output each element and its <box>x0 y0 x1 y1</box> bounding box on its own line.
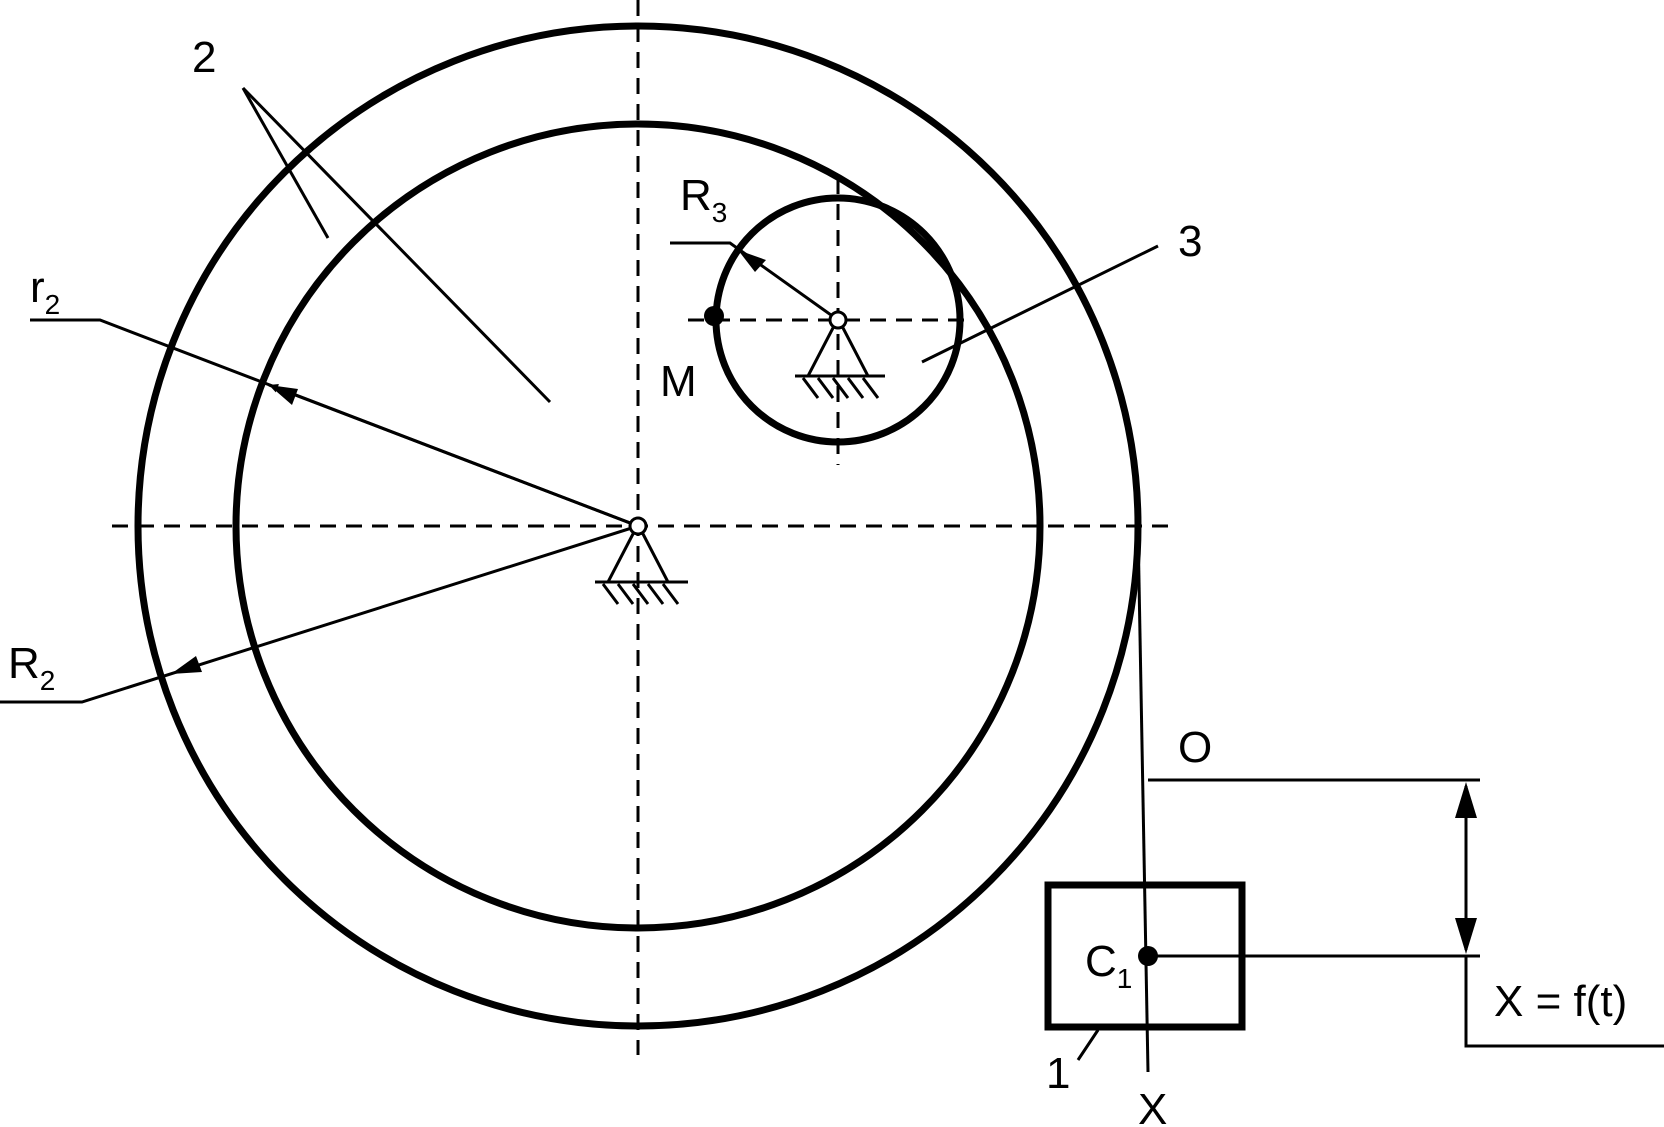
leader-law <box>1464 956 1664 1048</box>
x-dimension-arrow-up <box>1455 782 1477 818</box>
label-R2-main: R <box>8 639 40 688</box>
pivot-wheel-2 <box>628 516 648 536</box>
label-C1-sub: 1 <box>1117 963 1133 994</box>
label-R2: R2 <box>8 639 55 696</box>
R2-arrowhead <box>171 656 202 674</box>
point-M <box>704 306 724 326</box>
label-R2-sub: 2 <box>40 665 56 696</box>
r2-arrowhead <box>269 385 298 405</box>
support-wheel-3 <box>795 310 885 399</box>
label-R3-sub: 3 <box>712 197 728 228</box>
label-C1-main: C <box>1085 937 1117 986</box>
R3-arrowhead <box>738 250 766 272</box>
wheel-2-inner-circle <box>232 120 1044 932</box>
x-dimension-arrow-down <box>1455 918 1477 954</box>
r2-arrow <box>268 383 639 528</box>
leader-r2 <box>30 318 639 528</box>
label-r2-sub: 2 <box>45 289 61 320</box>
label-C1: C1 <box>1085 937 1132 994</box>
leader-1 <box>1076 1029 1100 1061</box>
label-body-1: 1 <box>1046 1049 1070 1098</box>
label-law: X = f(t) <box>1494 977 1627 1026</box>
label-R3: R3 <box>680 171 727 228</box>
label-origin-O: O <box>1178 723 1212 772</box>
pivot-wheel-3 <box>828 310 848 330</box>
support-wheel-2 <box>595 516 688 605</box>
leader-R3 <box>670 241 839 322</box>
leader-2-b <box>241 86 552 404</box>
leader-2-a <box>241 87 330 239</box>
rope <box>1136 525 1150 1073</box>
leader-3 <box>921 244 1159 364</box>
label-body-2: 2 <box>192 33 216 82</box>
label-R3-main: R <box>680 171 712 220</box>
label-body-3: 3 <box>1178 217 1202 266</box>
label-r2-main: r <box>30 263 45 312</box>
label-point-M: M <box>660 357 697 406</box>
label-axis-X: X <box>1138 1085 1167 1127</box>
leader-R2 <box>0 524 639 704</box>
label-r2: r2 <box>30 263 60 320</box>
